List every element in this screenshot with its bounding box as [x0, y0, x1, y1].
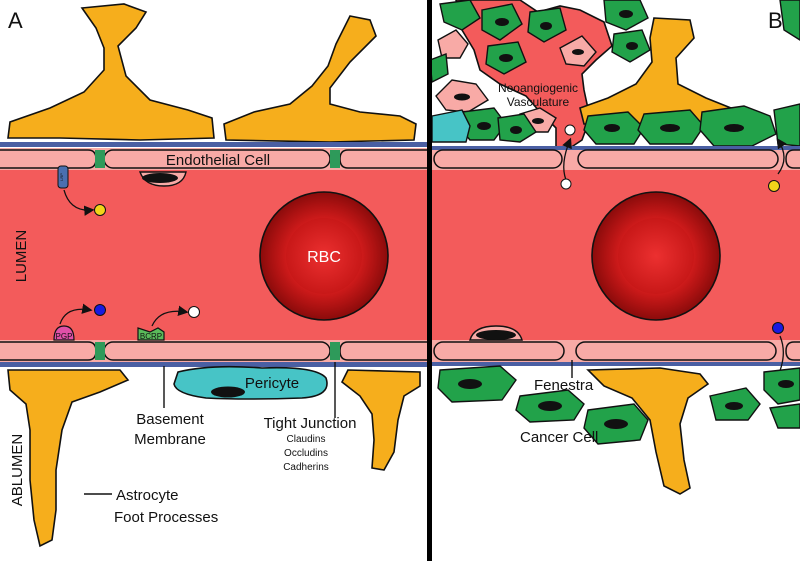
cancer-nucleus [660, 124, 680, 132]
endothelial-cell-segment [785, 149, 800, 169]
neo-endothelial-cell [437, 29, 469, 59]
cancer-nucleus [540, 22, 552, 30]
endothelial-cell-segment [433, 149, 563, 169]
cancer-cell [779, 0, 800, 41]
bcrp-label: BCRP [140, 332, 162, 341]
basement-label-line1: Basement [136, 411, 204, 428]
astrocyte-bottom-left [7, 369, 130, 548]
endothelial-cell-segment [785, 341, 800, 361]
pgp-arrow [59, 303, 93, 325]
pericyte-nucleus [211, 386, 245, 398]
astrocyte-label-line2: Foot Processes [114, 509, 218, 526]
cancer-nucleus [538, 401, 562, 411]
cancer-nucleus [619, 10, 633, 18]
pgp-transporter [53, 325, 75, 341]
cancer-nucleus [604, 419, 628, 429]
basement-membrane-bottom-b [432, 362, 800, 366]
rbc-label: RBC [307, 249, 341, 266]
panel-letter-b: B [768, 8, 783, 33]
neo-leak-arrow [562, 137, 572, 181]
tight-junction-top [95, 150, 105, 168]
cancer-nucleus [724, 124, 744, 132]
endothelial-cell-segment [339, 341, 428, 361]
neoangiogenic-label-line1: Neoangiogenic [498, 81, 578, 95]
endothelial-cell-segment [0, 341, 97, 361]
endothelial-cell-label: Endothelial Cell [166, 152, 270, 169]
lumen-label: LUMEN [13, 230, 30, 283]
lrp-arrow [63, 189, 95, 216]
tj-cadherins: Cadherins [283, 462, 329, 473]
blue-solute [94, 304, 106, 316]
basement-membrane-bottom-a [0, 362, 428, 367]
yellow-solute [94, 204, 106, 216]
endothelial-nucleus [142, 173, 178, 183]
ablumen-label: ABLUMEN [9, 434, 26, 507]
endothelial-cell-segment [0, 149, 97, 169]
cancer-cell [769, 403, 800, 429]
tj-occludins: Occludins [284, 448, 328, 459]
cancer-cell [773, 103, 800, 147]
basement-membrane-top-b [432, 146, 800, 150]
pericyte-label: Pericyte [245, 375, 299, 392]
panel-divider [427, 0, 432, 561]
tight-junction-bottom [95, 342, 105, 360]
white-solute [560, 178, 572, 190]
astrocyte-top-mid [223, 15, 417, 143]
endothelial-cell-segment [577, 149, 779, 169]
astrocyte-top-left [7, 3, 215, 141]
cancer-nucleus [499, 54, 513, 62]
endothelial-cell-segment [433, 341, 565, 361]
blue-solute-b [772, 322, 784, 334]
astrocyte-label-line1: Astrocyte [116, 487, 179, 504]
cancer-cell [429, 53, 449, 84]
yellow-solute [768, 180, 780, 192]
cancer-nucleus [477, 122, 491, 130]
lrp-transporter [57, 165, 69, 189]
bcrp-transporter [137, 327, 165, 341]
pericyte-b [431, 109, 471, 143]
basement-membrane-top-a [0, 142, 428, 147]
white-solute [188, 306, 200, 318]
fenestra-arrow-top [776, 137, 787, 175]
endothelial-cell-segment [575, 341, 777, 361]
tight-junction-top [330, 150, 340, 168]
cell-nucleus [532, 118, 544, 124]
endothelial-nucleus-b [476, 330, 516, 340]
cell-nucleus [454, 93, 470, 101]
cancer-nucleus [725, 402, 743, 410]
cancer-cell-label: Cancer Cell [520, 429, 598, 446]
tj-claudins: Claudins [287, 434, 326, 445]
cancer-cell [439, 0, 481, 31]
cell-nucleus [572, 49, 584, 55]
cancer-nucleus [778, 380, 794, 388]
cancer-nucleus [495, 18, 509, 26]
cancer-nucleus [626, 42, 638, 50]
pgp-label: PGP [56, 332, 73, 341]
neoangiogenic-label-line2: Vasculature [507, 95, 570, 109]
tight-junction-label: Tight Junction [264, 415, 357, 432]
cancer-nucleus [604, 124, 620, 132]
bcrp-arrow [151, 305, 189, 327]
red-blood-cell-b-center [618, 218, 694, 294]
red-blood-cell-center [286, 218, 362, 294]
cancer-nucleus [458, 379, 482, 389]
white-solute [564, 124, 576, 136]
basement-label-line2: Membrane [134, 431, 206, 448]
endothelial-cell-segment [339, 149, 428, 169]
astrocyte-bottom-b [586, 367, 710, 495]
cancer-nucleus [510, 126, 522, 134]
endothelial-cell-segment [103, 341, 331, 361]
lrp-label: LRP [59, 173, 64, 181]
tight-junction-bottom [330, 342, 340, 360]
panel-letter-a: A [8, 8, 23, 33]
fenestra-label: Fenestra [534, 377, 594, 394]
astrocyte-bottom-right [340, 369, 421, 471]
